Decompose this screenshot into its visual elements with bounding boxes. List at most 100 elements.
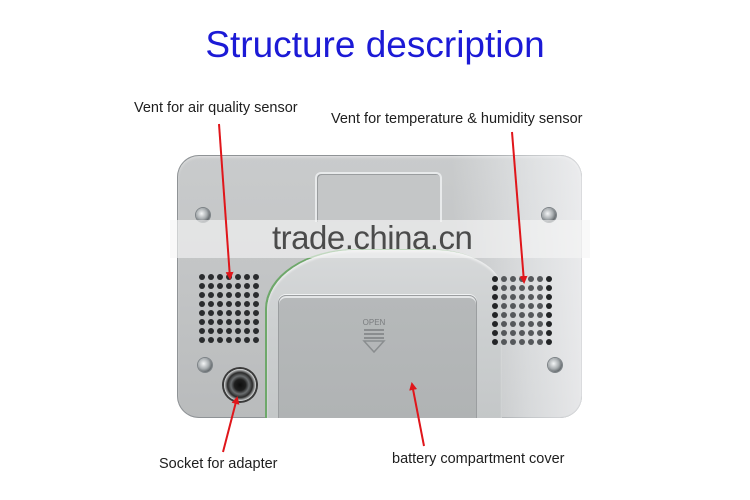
vent-hole [518,338,525,345]
vent-hole [216,291,223,298]
vent-hole [536,311,543,318]
vent-hole [527,293,534,300]
vent-hole [527,302,534,309]
vent-hole [527,320,534,327]
vent-hole [198,282,205,289]
page-title: Structure description [205,24,545,65]
vent-hole [207,282,214,289]
vent-hole [500,338,507,345]
vent-hole [252,291,259,298]
vent-hole [243,273,250,280]
vent-hole [243,309,250,316]
vent-hole [545,275,552,282]
vent-hole [545,302,552,309]
vent-hole [545,329,552,336]
vent-hole [518,284,525,291]
vent-hole [491,293,498,300]
vent-hole [252,327,259,334]
vent-hole [198,273,205,280]
temperature-humidity-vent-grid [490,274,553,346]
vent-hole [207,336,214,343]
vent-hole [509,311,516,318]
vent-hole [216,273,223,280]
vent-hole [536,293,543,300]
vent-hole [243,336,250,343]
vent-hole [252,300,259,307]
arrow-temp-vent [511,131,528,284]
vent-hole [527,275,534,282]
vent-hole [509,284,516,291]
vent-hole [500,311,507,318]
vent-hole [500,329,507,336]
vent-hole [491,338,498,345]
vent-hole [234,309,241,316]
vent-hole [225,318,232,325]
vent-hole [491,284,498,291]
vent-hole [252,318,259,325]
vent-hole [198,300,205,307]
vent-hole [207,273,214,280]
vent-hole [234,327,241,334]
vent-hole [207,327,214,334]
vent-hole [518,293,525,300]
vent-hole [545,293,552,300]
screw-bottom-right-icon [548,358,562,372]
vent-hole [536,275,543,282]
vent-hole [234,336,241,343]
vent-hole [216,327,223,334]
screw-top-right-icon [542,208,556,222]
vent-hole [207,318,214,325]
vent-hole [252,273,259,280]
vent-hole [527,311,534,318]
vent-hole [491,320,498,327]
top-tab-recess [315,172,442,222]
vent-hole [234,282,241,289]
vent-hole [198,291,205,298]
vent-hole [536,338,543,345]
vent-hole [518,302,525,309]
vent-hole [225,336,232,343]
vent-hole [527,338,534,345]
vent-hole [518,329,525,336]
vent-hole [545,284,552,291]
vent-hole [225,309,232,316]
vent-hole [500,320,507,327]
vent-hole [216,336,223,343]
vent-hole [225,327,232,334]
open-arrow-mark: OPEN [361,318,387,356]
screw-top-left-icon [196,208,210,222]
open-text: OPEN [362,318,386,327]
vent-hole [243,282,250,289]
vent-hole [509,293,516,300]
vent-hole [527,284,534,291]
vent-hole [500,293,507,300]
vent-hole [527,329,534,336]
vent-hole [243,327,250,334]
vent-hole [234,291,241,298]
vent-hole [207,300,214,307]
vent-hole [491,311,498,318]
vent-hole [216,309,223,316]
vent-hole [545,338,552,345]
vent-hole [500,284,507,291]
vent-hole [198,318,205,325]
vent-hole [207,291,214,298]
vent-hole [225,282,232,289]
battery-compartment-cover[interactable]: OPEN [278,295,477,418]
vent-hole [536,329,543,336]
label-adapter-socket: Socket for adapter [159,456,278,472]
vent-hole [252,336,259,343]
watermark-text: trade.china.cn [272,219,473,256]
label-temperature-humidity-vent: Vent for temperature & humidity sensor [331,111,583,127]
vent-hole [536,302,543,309]
vent-hole [536,320,543,327]
vent-hole [216,300,223,307]
vent-hole [198,309,205,316]
adapter-socket[interactable] [224,369,256,401]
vent-hole [545,320,552,327]
label-air-quality-vent: Vent for air quality sensor [134,100,298,116]
vent-hole [198,336,205,343]
vent-hole [518,320,525,327]
vent-hole [491,302,498,309]
vent-hole [225,291,232,298]
